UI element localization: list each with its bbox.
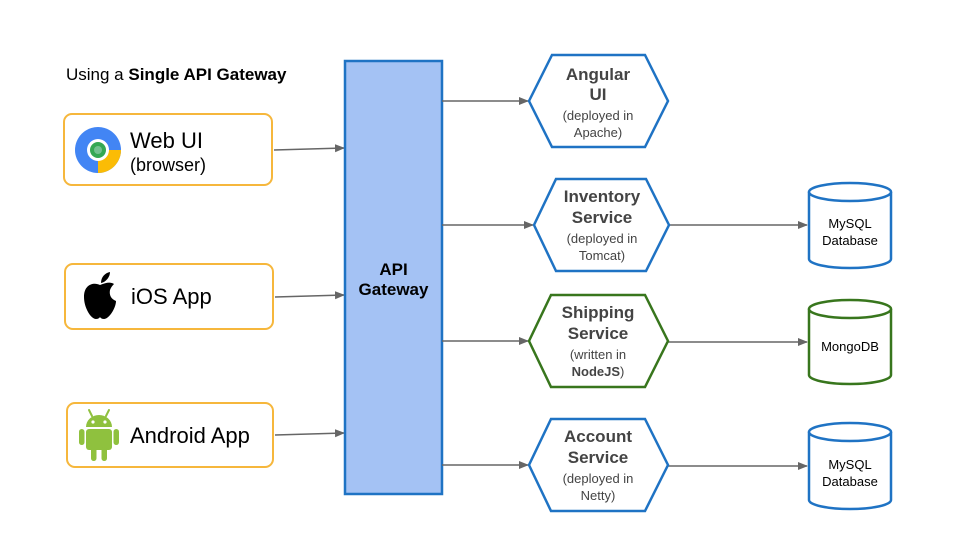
- inventory-title-line1: Inventory: [564, 187, 641, 206]
- account-title-line1: Account: [564, 427, 632, 446]
- account-db-line2: Database: [822, 474, 878, 489]
- android-icon: [79, 409, 119, 461]
- inventory-title-line2: Service: [572, 208, 633, 227]
- account-note-line1: (deployed in: [563, 471, 634, 486]
- account-title-line2: Service: [568, 448, 629, 467]
- gateway-label-line2: Gateway: [359, 280, 429, 299]
- chrome-icon: [75, 127, 121, 173]
- database-account-mysql[interactable]: MySQL Database: [807, 421, 893, 511]
- arrow-android-to-gateway: [274, 429, 345, 438]
- angular-note-line2: Apache): [574, 125, 622, 140]
- arrow-web-to-gateway: [273, 144, 345, 153]
- database-inventory-mysql[interactable]: MySQL Database: [807, 181, 893, 270]
- apple-icon: [84, 272, 116, 319]
- shipping-title-line1: Shipping: [562, 303, 635, 322]
- angular-title-line2: UI: [590, 85, 607, 104]
- android-app-label: Android App: [130, 423, 250, 448]
- web-ui-sublabel: (browser): [130, 155, 207, 175]
- title-emphasis: Single API Gateway: [128, 65, 287, 84]
- shipping-note-line2: NodeJS): [572, 364, 625, 379]
- inventory-db-line1: MySQL: [828, 216, 871, 231]
- account-note-line2: Netty): [581, 488, 616, 503]
- ios-app-label: iOS App: [131, 284, 212, 309]
- shipping-note-line1: (written in: [570, 347, 626, 362]
- service-inventory[interactable]: Inventory Service (deployed in Tomcat): [532, 177, 671, 273]
- account-db-line1: MySQL: [828, 457, 871, 472]
- service-angular-ui[interactable]: Angular UI (deployed in Apache): [527, 53, 670, 149]
- inventory-note-line2: Tomcat): [579, 248, 625, 263]
- gateway-label-line1: API: [379, 260, 407, 279]
- arrow-ios-to-gateway: [274, 291, 345, 300]
- shipping-note-bold: NodeJS: [572, 364, 621, 379]
- inventory-db-line2: Database: [822, 233, 878, 248]
- title-prefix: Using a: [66, 65, 129, 84]
- shipping-db-line1: MongoDB: [821, 339, 879, 354]
- database-shipping-mongodb[interactable]: MongoDB: [807, 298, 893, 386]
- angular-note-line1: (deployed in: [563, 108, 634, 123]
- service-shipping[interactable]: Shipping Service (written in NodeJS): [527, 293, 670, 389]
- diagram-title: Using a Single API Gateway: [66, 65, 286, 85]
- inventory-note-line1: (deployed in: [567, 231, 638, 246]
- service-account[interactable]: Account Service (deployed in Netty): [527, 417, 670, 513]
- web-ui-label: Web UI: [130, 128, 203, 153]
- api-gateway[interactable]: [343, 59, 444, 496]
- shipping-title-line2: Service: [568, 324, 629, 343]
- shipping-note-tail: ): [620, 364, 624, 379]
- angular-title-line1: Angular: [566, 65, 631, 84]
